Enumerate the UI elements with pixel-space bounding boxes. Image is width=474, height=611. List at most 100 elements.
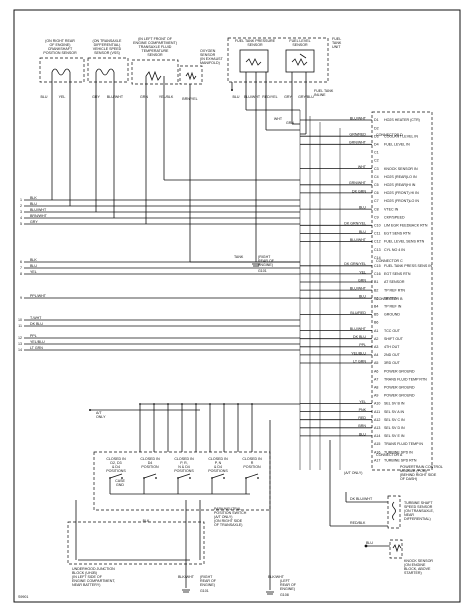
svg-text:VEHICLE SPEED: VEHICLE SPEED: [93, 47, 122, 51]
svg-text:FUEL TANK: FUEL TANK: [314, 89, 334, 93]
svg-text:RED/BLK: RED/BLK: [350, 521, 366, 525]
turbine-shaft-speed-sensor: (A/T ONLY) DK BLU/WHT RED/BLK TURBINE SH…: [329, 440, 434, 529]
svg-text:(A/T ONLY): (A/T ONLY): [214, 515, 232, 519]
pcm-pin-id: A6: [374, 369, 378, 373]
svg-text:OF DASH): OF DASH): [400, 477, 417, 481]
left-wire-color: PPL/WHT: [30, 294, 47, 298]
svg-text:D4: D4: [148, 461, 153, 465]
left-wire-color: BLU: [30, 202, 37, 206]
pcm-pin-id: D1: [374, 118, 379, 122]
left-wire-color: BLK: [30, 196, 37, 200]
pcm-pin-id: A2: [374, 337, 378, 341]
svg-text:GRN: GRN: [140, 95, 148, 99]
pcm-wire-color: LT GRN: [353, 359, 366, 363]
svg-text:CLOSED IN: CLOSED IN: [208, 457, 228, 461]
pcm-pin-function: POWER GROUND: [384, 394, 415, 398]
svg-text:CLOSED IN: CLOSED IN: [140, 457, 160, 461]
pcm-pin-id: B1: [374, 280, 378, 284]
pcm-pin-id: C15: [374, 264, 381, 268]
pcm-wire-color: BLU: [359, 230, 366, 234]
svg-text:GRY: GRY: [284, 95, 292, 99]
svg-text:MODULE (PCM): MODULE (PCM): [400, 469, 427, 473]
pcm-pin-function: AT SENSOR: [384, 280, 405, 284]
svg-text:SENSOR: SENSOR: [200, 53, 216, 57]
left-wire-number: 7: [20, 266, 22, 270]
pcm-pin-id: B4: [374, 305, 378, 309]
svg-text:CRANKSHAFT: CRANKSHAFT: [48, 47, 73, 51]
pcm-pin-function: TCC OUT: [384, 329, 401, 333]
svg-text:TURBINE SHAFT: TURBINE SHAFT: [404, 501, 433, 505]
svg-text:UNIT: UNIT: [332, 45, 341, 49]
pcm-pin-c2: C2: [374, 159, 379, 163]
svg-text:SENSOR: SENSOR: [247, 43, 263, 47]
left-wire-color: BRN/WHT: [30, 214, 48, 218]
pcm-pin-function: TURBINE SPD RTN: [384, 458, 417, 462]
diagram-border: [13, 9, 461, 603]
pcm-pin-id: A15: [374, 442, 380, 446]
svg-text:REAR OF: REAR OF: [280, 583, 297, 587]
svg-text:N & D4: N & D4: [178, 465, 190, 469]
tank-ground: TANK (RIGHT REAR OF ENGINE) G101: [234, 240, 275, 273]
left-wire-color: PPL: [30, 334, 37, 338]
svg-text:BLU: BLU: [41, 95, 48, 99]
pcm-wire-color: BLU/WHT: [350, 116, 367, 120]
pcm-pin-id: C10: [374, 224, 381, 228]
pcm-connector-labels: CONNECTOR D CONNECTOR C CONNECTOR B CONN…: [376, 133, 403, 457]
oxygen-sensor: OXYGEN SENSOR (IN EXHAUST MANIFOLD): [179, 49, 224, 85]
svg-text:A/T: A/T: [96, 411, 102, 415]
svg-text:TANK: TANK: [234, 255, 244, 259]
svg-text:BLOCK, ABOVE: BLOCK, ABOVE: [404, 567, 431, 571]
crankshaft-position-sensor: (ON RIGHT REAR OF ENGINE) CRANKSHAFT POS…: [39, 39, 85, 83]
pcm-pin-id: A12: [374, 418, 380, 422]
svg-text:(BEHIND RIGHT SIDE: (BEHIND RIGHT SIDE: [400, 473, 437, 477]
svg-text:OXYGEN: OXYGEN: [200, 49, 216, 53]
svg-text:POSITION: POSITION: [243, 465, 261, 469]
left-wire-number: 10: [18, 318, 22, 322]
switch-blade: [143, 473, 157, 479]
svg-text:CONNECTOR D: CONNECTOR D: [376, 133, 403, 137]
svg-text:BLU/WHT: BLU/WHT: [107, 95, 124, 99]
left-wire-number: 11: [18, 324, 22, 328]
pcm-wire-color: DK GRN/YEL: [344, 222, 366, 226]
svg-text:CONNECTOR A: CONNECTOR A: [376, 453, 403, 457]
svg-text:P, N: P, N: [215, 461, 222, 465]
left-wire-number: 4: [20, 216, 22, 220]
knock-sensor: BLU KNOCK SENSOR (ON ENGINE BLOCK, ABOVE…: [364, 539, 433, 575]
pcm-pin-id: C14: [374, 256, 381, 260]
pcm-pin-id: A1: [374, 329, 378, 333]
svg-text:ENGINE COMPARTMENT,: ENGINE COMPARTMENT,: [72, 579, 115, 583]
svg-text:POSITION SENSOR: POSITION SENSOR: [43, 51, 77, 55]
pcm-wire-color: BLU/WHT: [350, 238, 367, 242]
svg-text:CONNECTOR B: CONNECTOR B: [376, 297, 403, 301]
ground-left: BLK/WHT (RIGHT REAR OF ENGINE) G101: [178, 560, 217, 593]
pcm-pin-id: A8: [374, 386, 378, 390]
pcm-label: POWERTRAIN CONTROL MODULE (PCM) (BEHIND …: [400, 465, 443, 481]
pcm-wire-color: BLU/RED: [350, 311, 366, 315]
pcm-pin-id: B3: [374, 296, 378, 300]
svg-text:(ON TRANSAXLE,: (ON TRANSAXLE,: [404, 509, 434, 513]
switch-blade: [245, 473, 259, 479]
